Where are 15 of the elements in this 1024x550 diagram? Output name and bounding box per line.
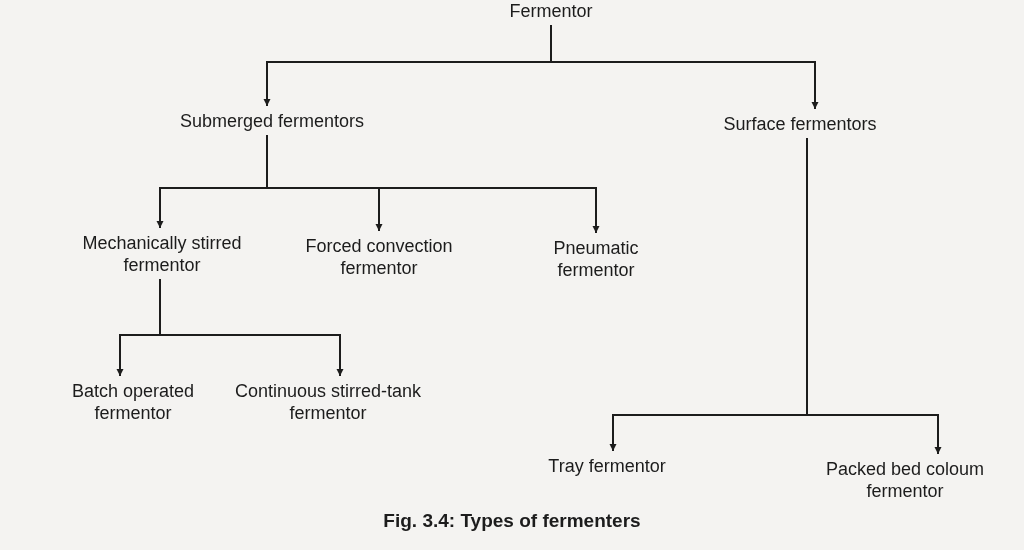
node-label: Forced convection fermentor <box>304 235 454 279</box>
arrow <box>550 24 819 110</box>
arrow <box>266 134 600 234</box>
arrow <box>159 278 344 377</box>
node-label: Surface fermentors <box>723 113 877 135</box>
figure-caption: Fig. 3.4: Types of fermenters <box>383 510 641 532</box>
node-label: Continuous stirred-tank fermentor <box>233 380 423 424</box>
arrow <box>806 137 942 455</box>
node-label: Pneumatic fermentor <box>552 237 640 281</box>
node-label: Fermentor <box>509 0 593 22</box>
node-label: Mechanically stirred fermentor <box>81 232 243 276</box>
node-label: Tray fermentor <box>548 455 666 477</box>
node-label: Packed bed coloum fermentor <box>824 458 986 502</box>
node-label: Batch operated fermentor <box>70 380 196 424</box>
node-label: Submerged fermentors <box>179 110 365 132</box>
